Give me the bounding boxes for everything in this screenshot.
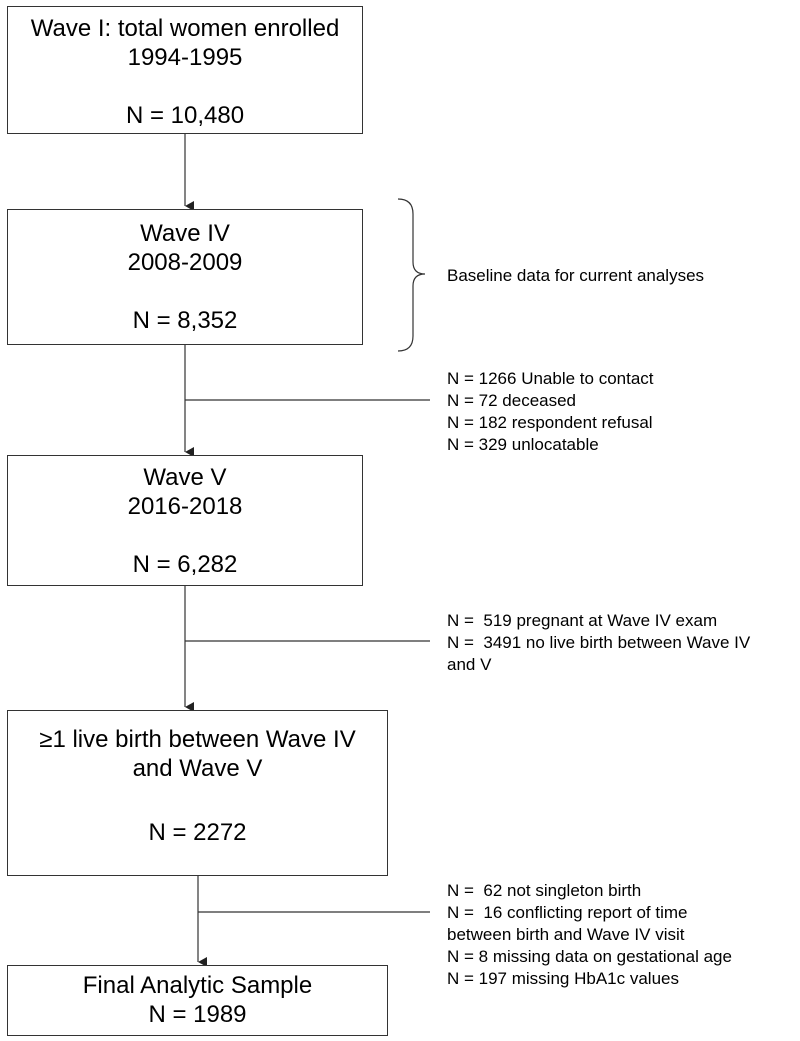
wave5-title: Wave V — [143, 464, 227, 491]
baseline-bracket — [397, 198, 426, 352]
livebirth-title: ≥1 live birth between Wave IV — [39, 726, 356, 753]
exclusion-item: N = 16 conflicting report of time — [447, 903, 688, 922]
wave4-box: Wave IV 2008-2009 N = 8,352 — [7, 209, 363, 345]
exclusions-after-wave4: N = 1266 Unable to contact N = 72 deceas… — [447, 368, 654, 456]
wave1-title: Wave I: total women enrolled — [30, 15, 340, 42]
exclusion-item: N = 197 missing HbA1c values — [447, 969, 679, 988]
final-title: Final Analytic Sample — [82, 972, 313, 999]
wave1-count: N = 10,480 — [125, 102, 245, 129]
wave5-box: Wave V 2016-2018 N = 6,282 — [7, 455, 363, 586]
livebirth-count: N = 2272 — [148, 819, 247, 846]
wave4-title: Wave IV — [140, 220, 230, 247]
final-box: Final Analytic Sample N = 1989 — [7, 965, 388, 1036]
exclusion-item: N = 329 unlocatable — [447, 435, 599, 454]
wave1-years: 1994-1995 — [127, 44, 243, 71]
exclusion-item: N = 62 not singleton birth — [447, 881, 642, 900]
exclusions-after-wave5: N = 519 pregnant at Wave IV exam N = 349… — [447, 610, 750, 676]
exclusion-item: and V — [447, 655, 492, 674]
wave4-years: 2008-2009 — [127, 249, 243, 276]
wave5-count: N = 6,282 — [132, 551, 238, 578]
exclusions-after-livebirth: N = 62 not singleton birth N = 16 confli… — [447, 880, 732, 990]
exclusion-item: N = 182 respondent refusal — [447, 413, 653, 432]
final-count: N = 1989 — [148, 1001, 247, 1028]
exclusion-item: N = 3491 no live birth between Wave IV — [447, 633, 751, 652]
wave1-box: Wave I: total women enrolled 1994-1995 N… — [7, 6, 363, 134]
wave5-years: 2016-2018 — [127, 493, 243, 520]
exclusion-item: N = 72 deceased — [447, 391, 577, 410]
exclusion-item: between birth and Wave IV visit — [447, 925, 685, 944]
wave4-count: N = 8,352 — [132, 307, 238, 334]
exclusion-item: N = 8 missing data on gestational age — [447, 947, 732, 966]
livebirth-subtitle: and Wave V — [132, 755, 263, 782]
exclusion-item: N = 519 pregnant at Wave IV exam — [447, 611, 718, 630]
exclusion-item: N = 1266 Unable to contact — [447, 369, 654, 388]
livebirth-box: ≥1 live birth between Wave IV and Wave V… — [7, 710, 388, 876]
baseline-note: Baseline data for current analyses — [447, 266, 705, 285]
